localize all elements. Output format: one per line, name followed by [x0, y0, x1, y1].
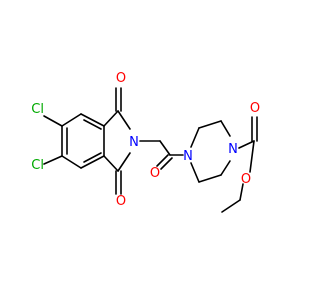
piperazine-nitrogen-4: N	[228, 142, 238, 157]
piperazine-nitrogen-1: N	[183, 149, 193, 164]
molecule-structure: Cl Cl O O N O N N O O	[31, 71, 260, 213]
bond	[61, 113, 82, 127]
bond	[239, 183, 244, 201]
imide-oxygen-top: O	[116, 71, 126, 86]
bond	[198, 120, 222, 129]
bonds	[43, 87, 258, 213]
bond	[198, 174, 222, 183]
bond	[61, 155, 82, 169]
bond	[159, 140, 171, 156]
bond	[43, 115, 63, 127]
bond	[43, 155, 63, 165]
bond	[83, 119, 102, 130]
chlorine-atom-upper: Cl	[31, 102, 44, 117]
bond	[117, 110, 131, 130]
chlorine-atom-lower: Cl	[31, 158, 44, 173]
bond	[190, 127, 200, 148]
bond	[221, 199, 241, 213]
imide-nitrogen: N	[129, 135, 139, 150]
imide-oxygen-bottom: O	[116, 194, 126, 209]
bond	[249, 140, 255, 173]
bond	[190, 162, 200, 183]
bond	[156, 154, 169, 167]
atom-labels: Cl Cl O O N O N N O O	[31, 71, 260, 209]
bond	[220, 160, 231, 176]
bond	[238, 140, 255, 149]
molecule-diagram: Cl Cl O O N O N N O O	[31, 71, 261, 213]
bond	[160, 157, 173, 170]
ester-oxygen: O	[241, 172, 251, 187]
bond	[103, 110, 119, 127]
bond	[80, 113, 105, 127]
bond	[117, 152, 131, 172]
bond	[83, 152, 102, 163]
carbamate-carbonyl-oxygen: O	[250, 101, 260, 116]
bond	[103, 155, 119, 172]
bond	[80, 155, 105, 169]
amide-oxygen: O	[150, 166, 160, 181]
bond	[220, 120, 231, 137]
